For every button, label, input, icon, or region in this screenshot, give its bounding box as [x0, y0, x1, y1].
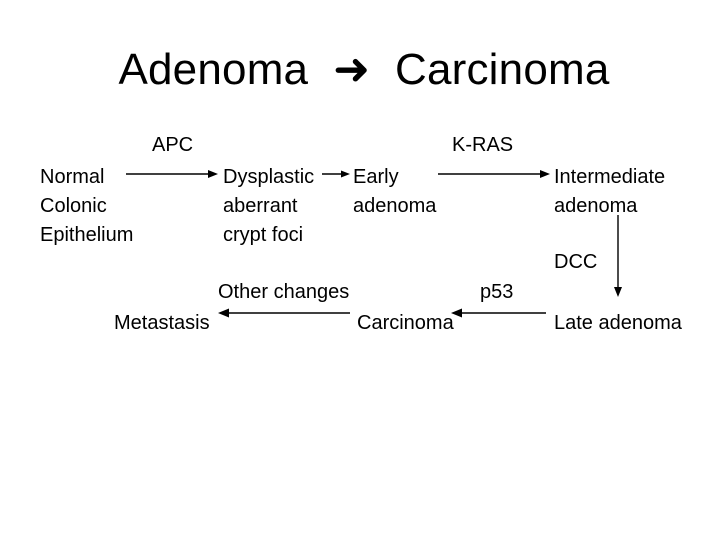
- edge-label-k-ras: K-RAS: [452, 134, 514, 156]
- arrow-dysplastic-to-early: [322, 170, 350, 178]
- node-early-adenoma: Early adenoma: [353, 166, 437, 217]
- node-metastasis: Metastasis: [114, 312, 210, 334]
- edge-label-p53: p53: [480, 281, 514, 303]
- arrow-early-to-intermediate: [438, 170, 550, 178]
- edge-label-apc: APC: [152, 134, 194, 156]
- arrow-late-to-carcinoma: [451, 308, 546, 318]
- node-late-adenoma: Late adenoma: [554, 312, 682, 334]
- node-dysplastic-aberrant-crypt-foci: Dysplastic aberrant crypt foci: [223, 166, 315, 246]
- node-intermediate-adenoma: Intermediate adenoma: [554, 166, 666, 217]
- arrow-normal-to-dysplastic: [126, 170, 218, 178]
- arrow-intermediate-to-late: [614, 215, 622, 297]
- edge-label-other-changes: Other changes: [218, 281, 350, 303]
- edge-label-dcc: DCC: [554, 251, 598, 273]
- page-title: Adenoma ➜ Carcinoma: [118, 45, 610, 94]
- node-carcinoma: Carcinoma: [357, 312, 454, 334]
- node-normal-colonic-epithelium: Normal Colonic Epithelium: [40, 166, 134, 246]
- arrow-carcinoma-to-metastasis: [218, 308, 350, 318]
